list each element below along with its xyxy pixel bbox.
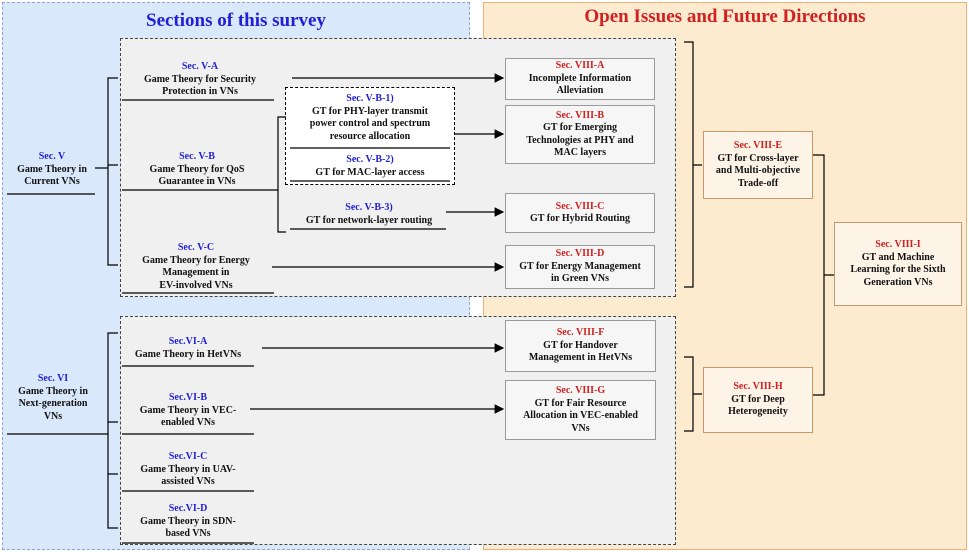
sec-viiii-box: Sec. VIII-I GT and Machine Learning for … [834,222,962,306]
sec-viiic-text: GT for Hybrid Routing [530,213,630,224]
sec-vi-label: Sec. VI Game Theory in Next-generation V… [4,373,102,423]
sec-vic-label: Sec.VI-C Game Theory in UAV- assisted VN… [122,451,254,489]
sec-viiig-code: Sec. VIII-G [555,385,606,396]
sec-vb-code: Sec. V-B [179,151,215,162]
open-issues-title: Open Issues and Future Directions [584,6,866,27]
sec-via-text: Game Theory in HetVNs [134,348,242,360]
sec-vb1-code: Sec. V-B-1) [346,93,394,104]
sec-via-code: Sec.VI-A [168,336,208,347]
sec-viiie-box: Sec. VIII-E GT for Cross-layer and Multi… [703,131,813,199]
sec-viiif-text: GT for Handover Management in HetVNs [528,339,633,364]
sec-via-label: Sec.VI-A Game Theory in HetVNs [122,336,254,361]
sec-viiib-box: Sec. VIII-B GT for Emerging Technologies… [505,105,655,164]
sec-vi-text: Game Theory in Next-generation VNs [18,385,88,422]
sec-viiia-code: Sec. VIII-A [555,60,605,72]
sec-viiih-code: Sec. VIII-H [733,381,783,393]
sec-viiic-box: Sec. VIII-C GT for Hybrid Routing [505,193,655,233]
sec-vb-label: Sec. V-B Game Theory for QoS Guarantee i… [122,151,272,189]
sec-vi-code: Sec. VI [37,373,69,384]
sec-vb2-label: Sec. V-B-2) GT for MAC-layer access [287,154,453,179]
sec-viiie-code: Sec. VIII-E [733,140,783,151]
sec-viiih-box: Sec. VIII-H GT for Deep Heterogeneity [703,367,813,433]
sec-vid-text: Game Theory in SDN- based VNs [140,515,236,540]
sec-va-label: Sec. V-A Game Theory for Security Protec… [120,61,280,99]
sec-vc-text: Game Theory for Energy Management in EV-… [142,254,250,291]
sec-vb2-text: GT for MAC-layer access [315,166,425,178]
sec-viiif-box: Sec. VIII-F GT for Handover Management i… [505,320,656,372]
sec-vb1-label: Sec. V-B-1) GT for PHY-layer transmit po… [287,93,453,143]
sec-viiid-box: Sec. VIII-D GT for Energy Management in … [505,245,655,289]
sec-va-code: Sec. V-A [181,61,219,72]
sec-viiii-text: GT and Machine Learning for the Sixth Ge… [850,251,946,288]
sec-vb-inner-group [285,87,455,185]
sections-title: Sections of this survey [146,10,326,31]
sec-viiif-code: Sec. VIII-F [556,327,605,339]
sec-viiie-text: GT for Cross-layer and Multi-objective T… [715,152,801,189]
sec-viiii-code: Sec. VIII-I [875,239,921,250]
sec-v-text: Game Theory in Current VNs [17,163,87,188]
sec-vb3-label: Sec. V-B-3) GT for network-layer routing [287,202,451,227]
sec-viiia-box: Sec. VIII-A Incomplete Information Allev… [505,58,655,100]
sec-viiig-text: GT for Fair Resource Allocation in VEC-e… [523,397,638,434]
sec-vc-label: Sec. V-C Game Theory for Energy Manageme… [122,242,270,292]
sec-viiid-text: GT for Energy Management in Green VNs [519,260,641,285]
sec-viiid-code: Sec. VIII-D [555,248,605,260]
sec-vib-code: Sec.VI-B [168,392,208,403]
sec-viiih-text: GT for Deep Heterogeneity [728,393,788,418]
sec-va-text: Game Theory for Security Protection in V… [143,73,257,98]
sec-v-code: Sec. V [38,151,66,162]
sec-vb1-text: GT for PHY-layer transmit power control … [309,105,431,142]
sec-vb2-code: Sec. V-B-2) [346,154,394,165]
sec-vb-text: Game Theory for QoS Guarantee in VNs [149,163,245,188]
sec-vid-label: Sec.VI-D Game Theory in SDN- based VNs [122,503,254,541]
sec-v-label: Sec. V Game Theory in Current VNs [6,151,98,189]
sec-viiib-text: GT for Emerging Technologies at PHY and … [526,122,634,158]
sec-vib-text: Game Theory in VEC- enabled VNs [139,404,237,429]
sec-vib-label: Sec.VI-B Game Theory in VEC- enabled VNs [122,392,254,430]
sec-vic-code: Sec.VI-C [168,451,208,462]
sec-vb3-code: Sec. V-B-3) [345,202,393,213]
sec-viiib-code: Sec. VIII-B [555,109,605,121]
sec-vc-code: Sec. V-C [177,242,215,253]
sec-viiic-code: Sec. VIII-C [555,200,605,212]
sec-viiig-box: Sec. VIII-G GT for Fair Resource Allocat… [505,380,656,440]
sec-vic-text: Game Theory in UAV- assisted VNs [140,463,236,488]
sec-vb3-text: GT for network-layer routing [305,214,433,226]
sec-viiia-text: Incomplete Information Alleviation [528,72,632,97]
sec-vid-code: Sec.VI-D [168,503,208,514]
